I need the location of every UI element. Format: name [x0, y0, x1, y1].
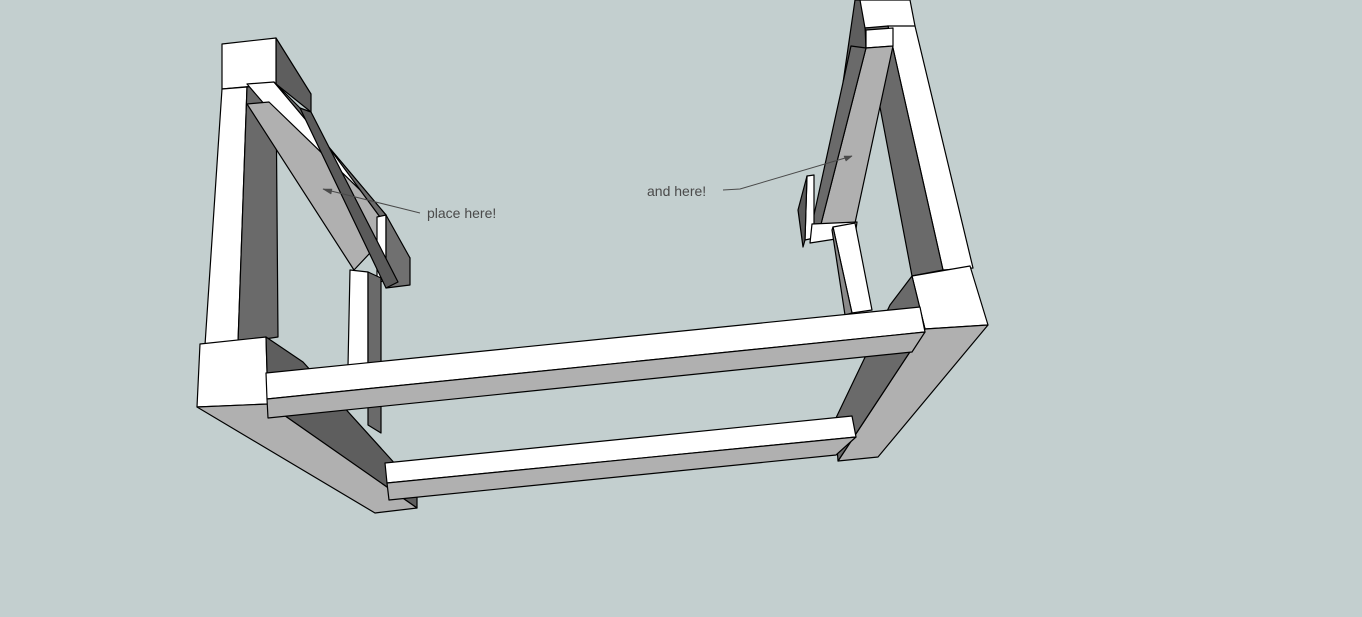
front-rails: [265, 306, 926, 501]
right-side-assembly: [797, 0, 989, 462]
left-top-rail: [246, 81, 411, 289]
right-callout-leader-line: [722, 155, 853, 191]
front-upper-rail: [265, 306, 926, 419]
left-callout-arrowhead: [322, 188, 333, 195]
left-back-post: [204, 37, 312, 346]
right-callout: and here!: [647, 155, 853, 199]
right-callout-label: and here!: [647, 183, 706, 199]
left-side-assembly: [196, 37, 418, 514]
left-callout-label: place here!: [427, 205, 496, 221]
left-callout-leader-line: [322, 188, 421, 214]
right-callout-arrowhead: [843, 155, 853, 162]
front-lower-rail: [384, 415, 857, 501]
right-middle-stile: [831, 222, 873, 316]
left-callout: place here!: [322, 188, 496, 221]
right-top-rail: [797, 27, 894, 248]
